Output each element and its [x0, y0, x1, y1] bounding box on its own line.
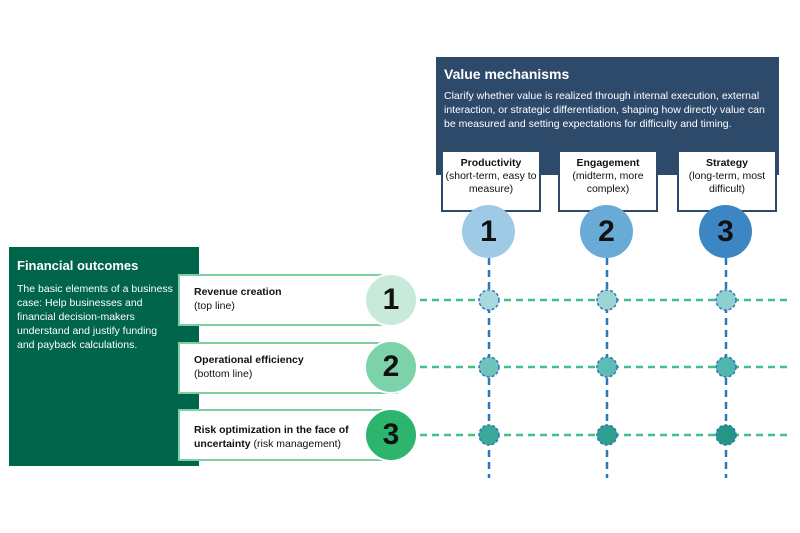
financial-outcomes-panel: Financial outcomes The basic elements of…: [9, 247, 199, 466]
value-mechanism-number-1: 1: [462, 205, 515, 258]
grid-node-r2-c3: [715, 356, 737, 378]
financial-outcome-title: Revenue creation: [194, 286, 282, 298]
value-mechanism-subtitle: (long-term, most difficult): [688, 170, 766, 195]
grid-node-r1-c3: [715, 289, 737, 311]
financial-outcome-card-risk: Risk optimization in the face of uncerta…: [178, 409, 398, 461]
value-mechanism-title: Engagement: [576, 157, 640, 169]
financial-outcome-subtitle: (bottom line): [194, 368, 253, 380]
value-mechanism-card-productivity: Productivity (short-term, easy to measur…: [441, 150, 541, 212]
grid-node-r1-c2: [596, 289, 618, 311]
value-mechanism-number-2: 2: [580, 205, 633, 258]
value-mechanism-subtitle: (midterm, more complex): [572, 170, 644, 195]
financial-outcome-title: Risk optimization in the face of uncerta…: [194, 424, 349, 450]
financial-outcomes-description: The basic elements of a business case: H…: [17, 283, 173, 351]
value-mechanism-subtitle: (short-term, easy to measure): [445, 170, 537, 195]
financial-outcome-subtitle: (risk management): [250, 438, 342, 450]
financial-outcome-title: Operational efficiency: [194, 354, 304, 366]
value-mechanism-number-3: 3: [699, 205, 752, 258]
financial-outcome-card-efficiency: Operational efficiency (bottom line): [178, 342, 398, 394]
value-mechanism-title: Productivity: [460, 157, 522, 169]
grid-node-r2-c2: [596, 356, 618, 378]
financial-outcome-number-3: 3: [364, 408, 418, 462]
financial-outcome-subtitle: (top line): [194, 300, 235, 312]
grid-node-r2-c1: [478, 356, 500, 378]
grid-node-r3-c2: [596, 424, 618, 446]
financial-outcome-number-1: 1: [364, 273, 418, 327]
value-mechanisms-description: Clarify whether value is realized throug…: [444, 90, 765, 130]
grid-node-r3-c1: [478, 424, 500, 446]
financial-outcomes-title: Financial outcomes: [17, 258, 139, 273]
value-mechanism-card-engagement: Engagement (midterm, more complex): [558, 150, 658, 212]
value-mechanism-card-strategy: Strategy (long-term, most difficult): [677, 150, 777, 212]
grid-node-r1-c1: [478, 289, 500, 311]
value-mechanisms-title: Value mechanisms: [444, 66, 570, 82]
financial-outcome-number-2: 2: [364, 340, 418, 394]
value-mechanism-title: Strategy: [705, 157, 748, 169]
financial-outcome-card-revenue: Revenue creation (top line): [178, 274, 398, 326]
grid-node-r3-c3: [715, 424, 737, 446]
